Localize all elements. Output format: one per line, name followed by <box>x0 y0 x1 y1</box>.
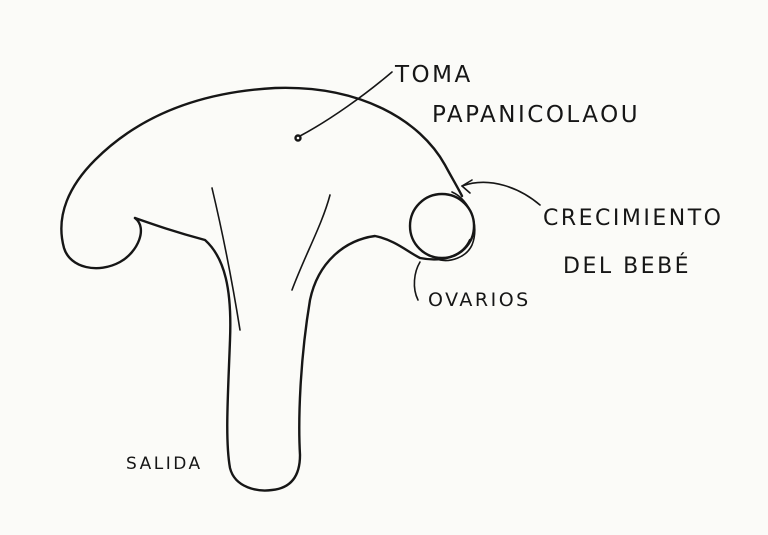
label-del-bebe: DEL BEBÉ <box>563 253 691 279</box>
ovary-rim <box>440 192 475 260</box>
cavity-line-left <box>212 188 240 330</box>
label-crecimiento: CRECIMIENTO <box>543 206 723 231</box>
crecimiento-arrowhead <box>462 180 472 193</box>
uterus-outline <box>135 218 470 490</box>
label-papanicolaou: PAPANICOLAOU <box>432 102 640 128</box>
ovarios-leader <box>414 262 420 300</box>
label-salida: SALIDA <box>126 454 203 474</box>
crecimiento-leader <box>462 182 540 205</box>
ovary <box>410 194 474 258</box>
uterus-dome <box>61 88 462 268</box>
label-toma: TOMA <box>394 62 473 88</box>
label-ovarios: OVARIOS <box>428 289 531 311</box>
papanicolaou-leader <box>300 72 392 136</box>
cavity-line-right <box>292 195 330 290</box>
